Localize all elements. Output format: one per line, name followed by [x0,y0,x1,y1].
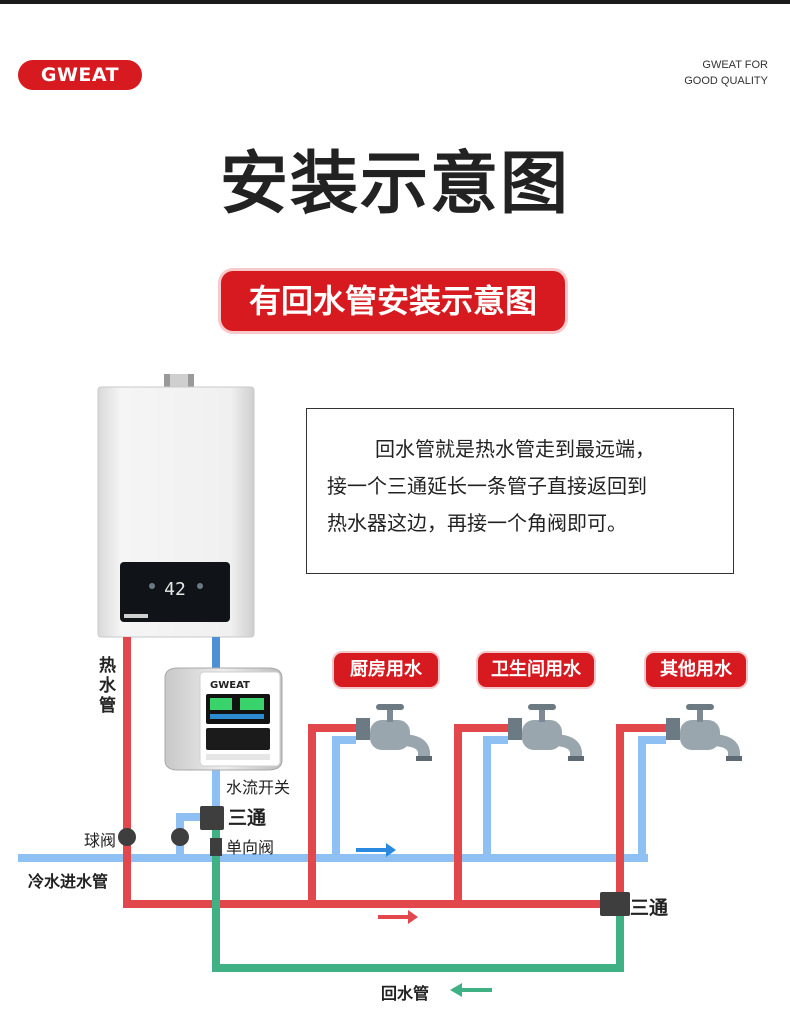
tee-joint-upper [200,806,224,830]
label-tee-upper: 三通 [228,807,267,829]
water-heater: 42 [97,386,255,638]
tagline-line-2: GOOD QUALITY [684,75,768,87]
page-title: 安装示意图 [219,145,570,224]
description-line-3: 热水器这边，再接一个角阀即可。 [327,511,627,535]
hot-pipes [123,637,666,908]
arrow-left-icon [450,983,492,997]
fixture-tag-other: 其他用水 [646,653,746,687]
pump-brand: GWEAT [210,680,250,691]
fixture-tag-kitchen: 厨房用水 [334,653,438,687]
section-title: 有回水管安装示意图 [221,271,565,331]
brand-logo: GWEAT [18,60,142,90]
description-line-1: 回水管就是热水管走到最远端， [375,437,655,461]
arrow-right-icon [378,910,418,924]
label-cold-inlet: 冷水进水管 [28,872,109,891]
tagline-line-1: GWEAT FOR [702,59,768,71]
faucet-icon [356,704,432,761]
label-flow-switch: 水流开关 [226,778,291,797]
ball-valve-icon [118,828,136,846]
top-border [0,0,790,4]
faucet-icon [666,704,742,761]
ball-valve-icon [171,828,189,846]
label-return-pipe: 回水管 [381,984,430,1003]
label-tee-lower: 三通 [630,897,669,919]
arrow-right-icon [356,843,396,857]
heater-flue [164,374,194,390]
label-check-valve: 单向阀 [226,838,275,857]
description-line-2: 接一个三通延长一条管子直接返回到 [327,474,647,498]
description-box: 回水管就是热水管走到最远端， 接一个三通延长一条管子直接返回到 热水器这边，再接… [306,408,734,574]
label-hot-pipe: 热水管 [99,656,116,716]
check-valve-icon [210,838,222,856]
circulation-pump: GWEAT [164,667,283,771]
return-pipes [212,830,624,972]
label-ball-valve: 球阀 [84,831,117,850]
tee-joint-lower [600,892,630,916]
fixture-tag-bathroom: 卫生间用水 [478,653,594,687]
brand-tagline: GWEAT FOR GOOD QUALITY [684,57,768,89]
faucet-icon [508,704,584,761]
heater-display-value: 42 [164,579,186,600]
